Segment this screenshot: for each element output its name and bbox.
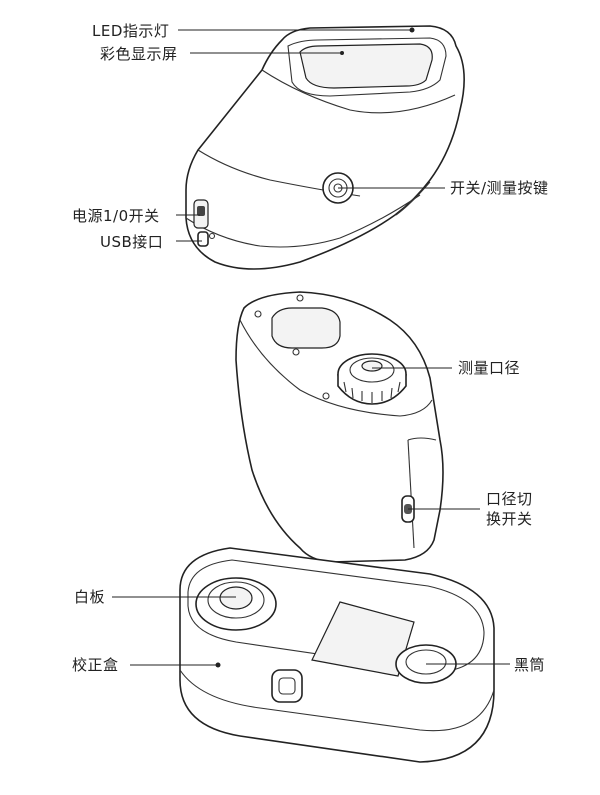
colorimeter-top-view (185, 25, 465, 270)
white-plate (219, 586, 253, 610)
aperture-opening (361, 360, 383, 372)
label-aperture-switch-1: 口径切 (486, 490, 533, 508)
white-plate-ring (207, 581, 265, 619)
calibration-center-panel (311, 601, 415, 677)
usb-port (197, 231, 209, 247)
label-aperture-switch-2: 换开关 (486, 510, 533, 528)
side-edge (407, 439, 415, 549)
calibration-box-latch-inner (278, 677, 296, 695)
calibration-box-base-band (179, 669, 495, 732)
screw-2 (296, 294, 304, 302)
label-measure-button: 开关/测量按键 (450, 179, 549, 197)
power-switch-slider (197, 206, 205, 216)
screw-4 (322, 392, 330, 400)
colorimeter-bottom-view (235, 291, 444, 563)
label-power-switch: 电源1/0开关 (72, 207, 160, 225)
device-top-panel (287, 37, 447, 97)
body-contour-1 (261, 69, 456, 114)
side-top-edge (407, 437, 437, 441)
usb-indicator (208, 232, 216, 240)
label-usb: USB接口 (100, 233, 163, 251)
bottom-window (271, 307, 341, 349)
aperture-dial-rim (337, 374, 407, 405)
leader-lines (112, 29, 510, 666)
calibration-box-rim (187, 559, 485, 673)
screw-3 (292, 348, 300, 356)
calibration-box-latch (271, 669, 303, 703)
body-contour-3 (185, 194, 421, 248)
body-contour-4 (395, 181, 431, 216)
label-calibration-box: 校正盒 (72, 656, 119, 674)
label-white-plate: 白板 (74, 588, 105, 606)
aperture-dial-knurl (343, 381, 401, 403)
calibration-box (179, 547, 495, 763)
label-aperture: 测量口径 (458, 359, 520, 377)
leader-display-dot (340, 51, 344, 55)
labels: LED指示灯 彩色显示屏 开关/测量按键 电源1/0开关 USB接口 测量口径 … (72, 22, 549, 674)
label-led: LED指示灯 (92, 22, 169, 40)
screw-1 (254, 310, 262, 318)
aperture-dial-inner (349, 357, 395, 383)
bottom-view-ridge (239, 319, 433, 417)
label-black-tube: 黑筒 (514, 656, 545, 674)
color-display-screen (299, 43, 433, 89)
label-display: 彩色显示屏 (100, 45, 178, 63)
black-tube-opening (405, 649, 447, 675)
